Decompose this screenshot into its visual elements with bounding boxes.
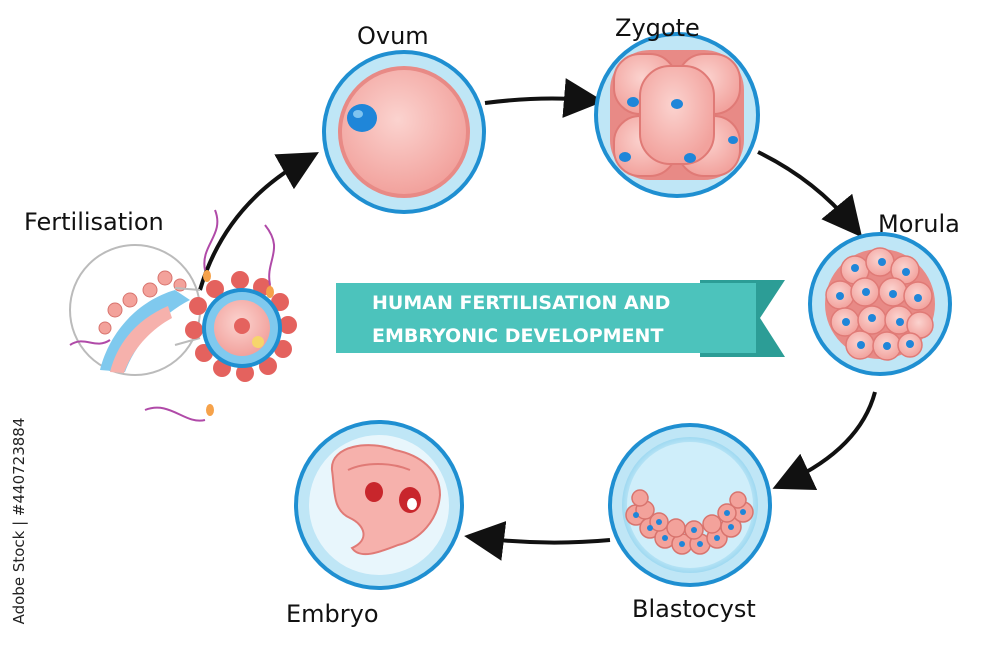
label-blastocyst: Blastocyst xyxy=(632,595,756,623)
arrow-zygote-to-morula xyxy=(757,150,863,238)
cycle-arrows xyxy=(198,78,877,561)
stock-watermark: Adobe Stock | #440723884 xyxy=(4,403,34,638)
blastocyst-cell xyxy=(608,423,772,587)
label-zygote: Zygote xyxy=(615,14,700,42)
arrow-morula-to-blastocyst xyxy=(772,391,877,490)
embryo-cell xyxy=(294,420,464,590)
label-ovum: Ovum xyxy=(357,22,429,50)
morula-cell xyxy=(808,232,952,376)
arrow-blastocyst-to-embryo xyxy=(464,521,611,561)
title-banner: HUMAN FERTILISATION AND EMBRYONIC DEVELO… xyxy=(336,280,785,357)
zygote-cell xyxy=(594,32,760,198)
label-embryo: Embryo xyxy=(286,600,379,628)
banner-title-line2: EMBRYONIC DEVELOPMENT xyxy=(372,325,663,347)
label-fertilisation: Fertilisation xyxy=(24,208,164,236)
arrow-ovum-to-zygote xyxy=(484,78,604,118)
ovum-cell xyxy=(322,50,486,214)
banner-title-line1: HUMAN FERTILISATION AND xyxy=(372,292,670,314)
arrow-fert-to-ovum xyxy=(198,152,319,291)
watermark-text: Adobe Stock | #440723884 xyxy=(10,417,28,624)
fertilisation-illustration xyxy=(69,209,297,422)
label-morula: Morula xyxy=(878,210,960,238)
